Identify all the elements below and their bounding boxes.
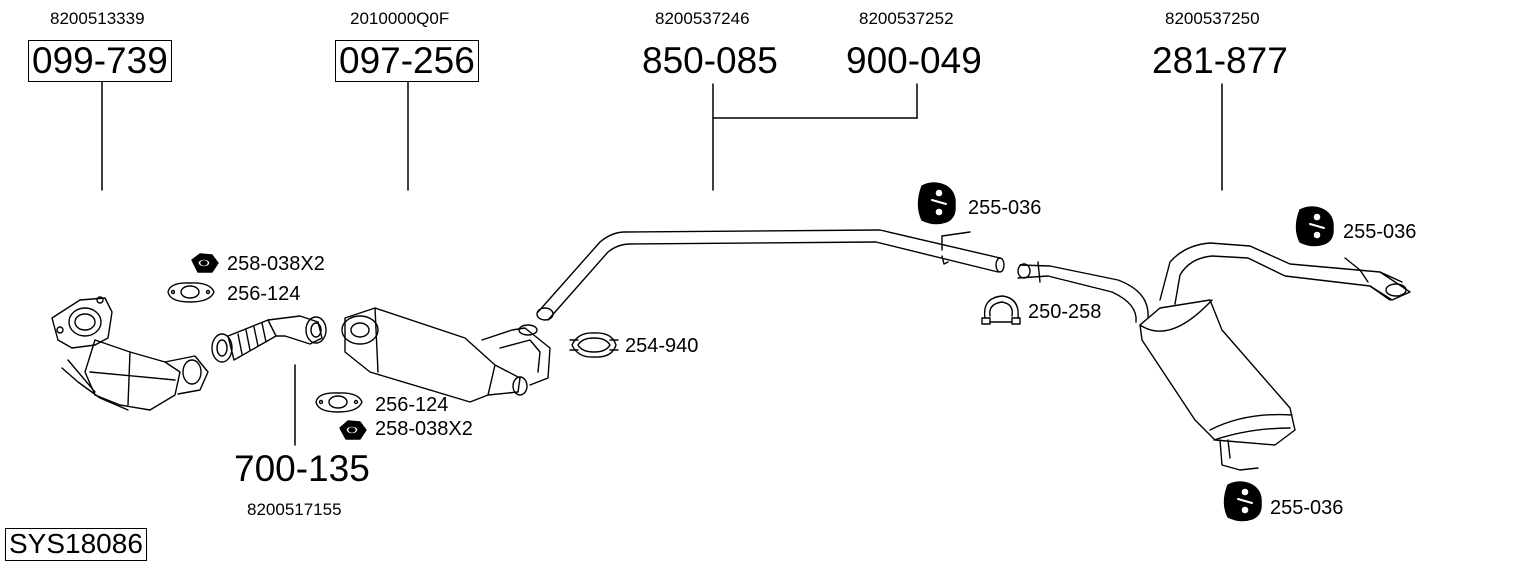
- diesel-particulate-filter: [341, 307, 551, 403]
- oem-number-cat: 8200513339: [50, 9, 145, 28]
- part-number-cat[interactable]: 099-739: [28, 40, 172, 82]
- part-number-mid-kit[interactable]: 900-049: [846, 40, 982, 81]
- fitting-label-gasket-top[interactable]: 256-124: [227, 283, 301, 305]
- fitting-label-clamp-dpf[interactable]: 254-940: [625, 335, 699, 357]
- gasket-icon-top: [167, 282, 215, 303]
- part-number-flex[interactable]: 700-135: [234, 448, 370, 489]
- fitting-label-nut-bottom[interactable]: 258-038X2: [375, 418, 473, 440]
- clamp-icon-mid: [981, 295, 1021, 325]
- part-number-rear[interactable]: 281-877: [1152, 40, 1288, 81]
- fitting-label-gasket-bottom[interactable]: 256-124: [375, 394, 449, 416]
- fitting-label-nut-top[interactable]: 258-038X2: [227, 253, 325, 275]
- fitting-label-hanger-rear-top[interactable]: 255-036: [1343, 221, 1417, 243]
- hanger-icon-mid: [917, 182, 956, 225]
- nut-icon-bottom: [339, 420, 367, 440]
- oem-number-flex: 8200517155: [247, 500, 342, 519]
- hanger-icon-rear-bottom: [1223, 481, 1262, 522]
- gasket-icon-bottom: [315, 392, 363, 413]
- clamp-icon-dpf: [569, 332, 619, 358]
- leader-lines: [101, 81, 1223, 446]
- oem-number-mid: 8200537246: [655, 9, 750, 28]
- oem-number-rear: 8200537250: [1165, 9, 1260, 28]
- flex-pipe: [211, 315, 327, 363]
- middle-pipe: [536, 229, 1005, 321]
- rear-silencer: [1017, 242, 1411, 471]
- catalytic-converter: [51, 296, 209, 411]
- system-code: SYS18086: [5, 528, 147, 561]
- fitting-label-clamp-mid[interactable]: 250-258: [1028, 301, 1102, 323]
- part-number-dpf[interactable]: 097-256: [335, 40, 479, 82]
- fitting-label-hanger-mid[interactable]: 255-036: [968, 197, 1042, 219]
- fitting-label-hanger-rear-bottom[interactable]: 255-036: [1270, 497, 1344, 519]
- part-number-mid[interactable]: 850-085: [642, 40, 778, 81]
- hanger-icon-rear-top: [1295, 206, 1334, 247]
- nut-icon-top: [191, 253, 219, 273]
- oem-number-mid-kit: 8200537252: [859, 9, 954, 28]
- oem-number-dpf: 2010000Q0F: [350, 9, 450, 28]
